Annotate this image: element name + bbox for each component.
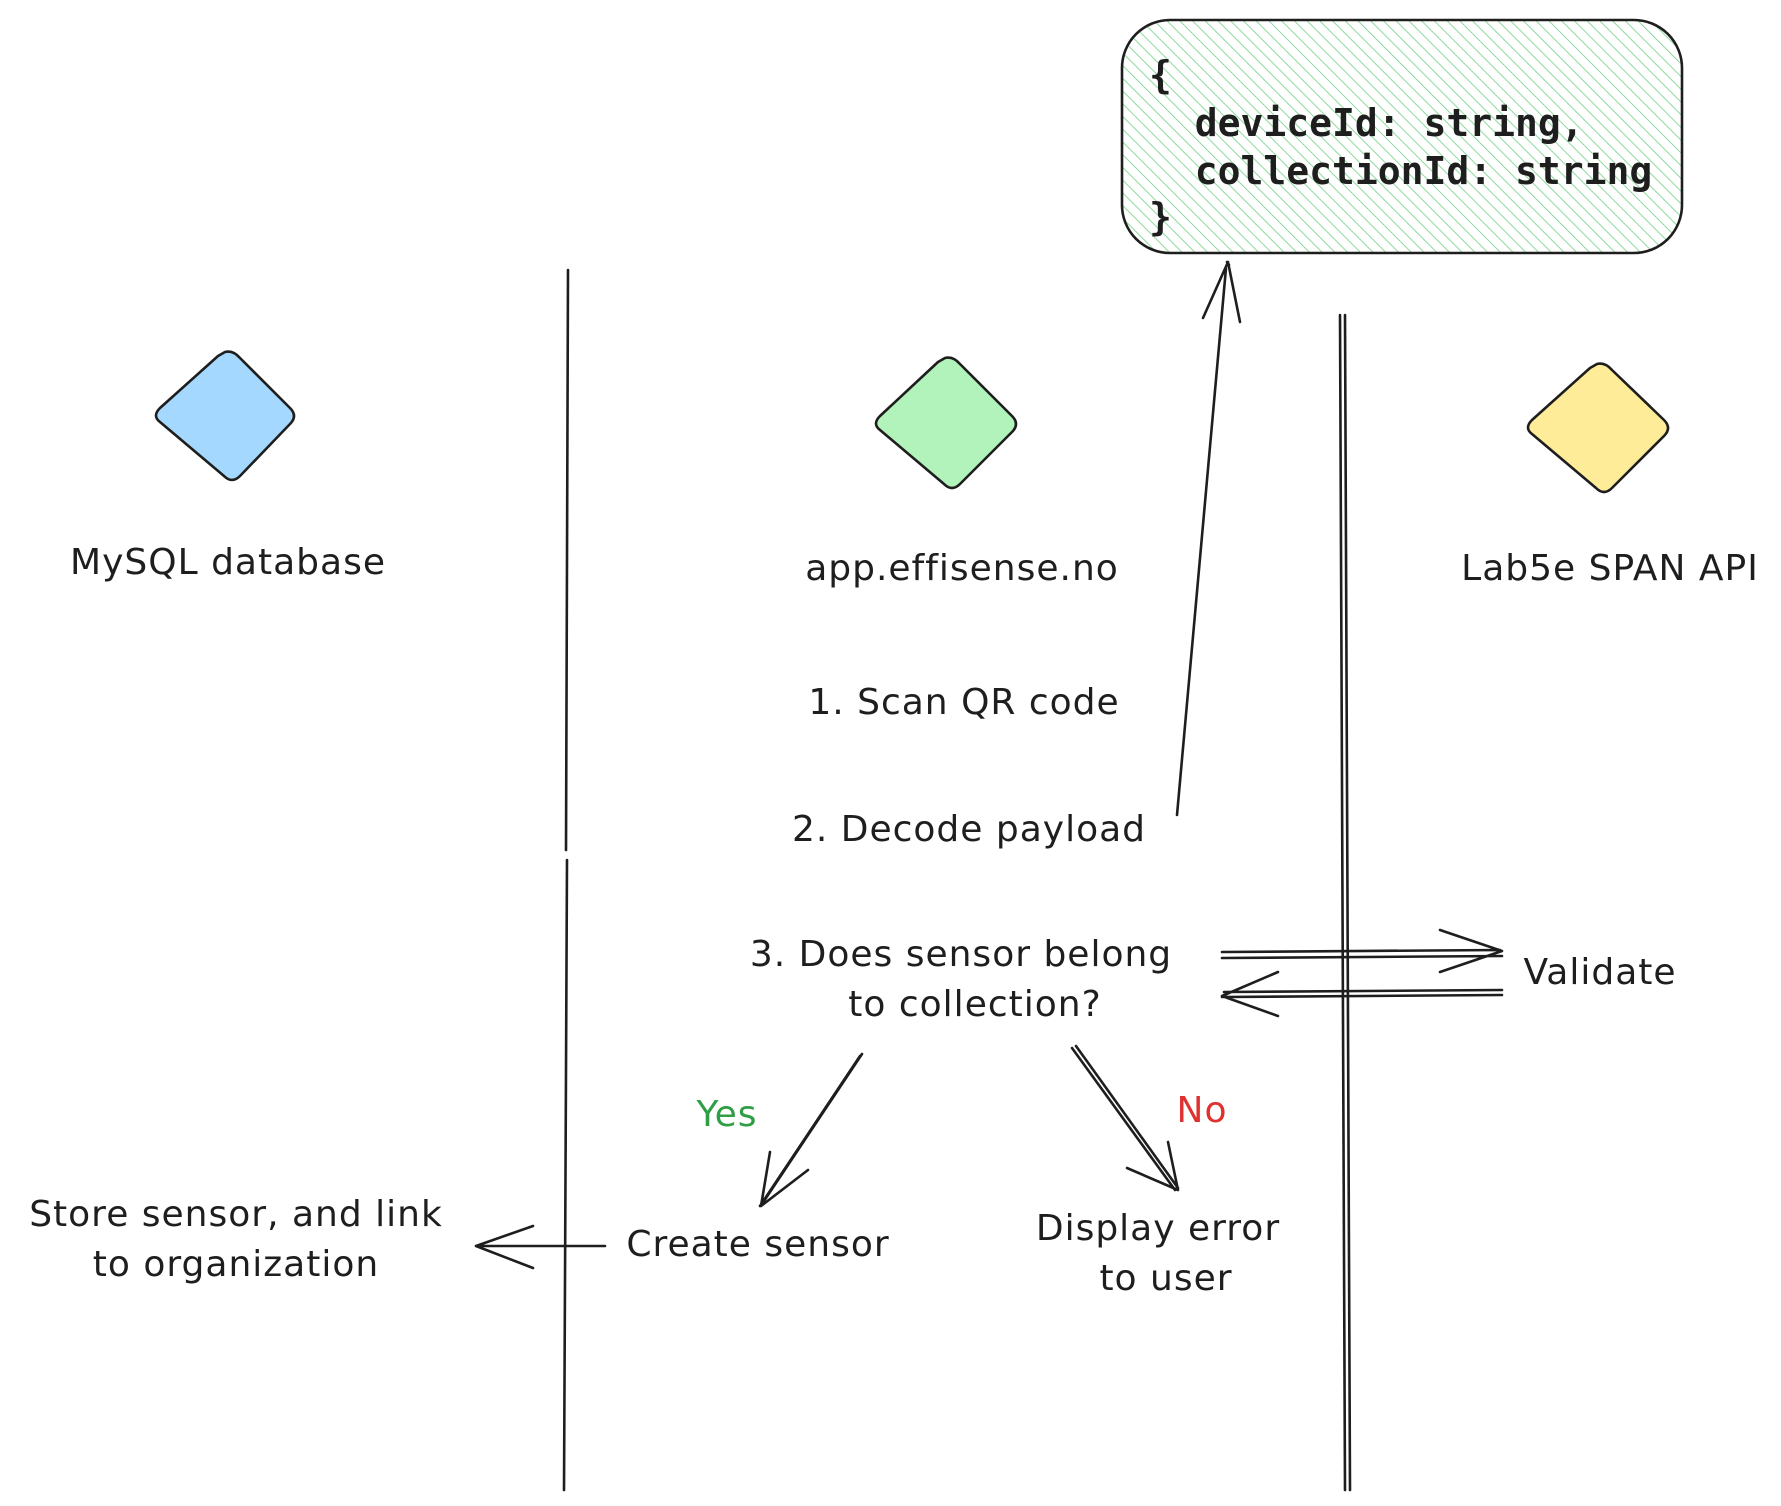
arrow-yes-branch [758, 1052, 864, 1208]
payload-line-open: { [1149, 53, 1172, 97]
arrow-create-to-store [474, 1224, 607, 1270]
app-node-label: app.effisense.no [805, 548, 1119, 589]
step-check-line2: to collection? [848, 984, 1101, 1025]
arrow-validate-to-check [1220, 970, 1504, 1018]
arrow-check-to-validate [1220, 928, 1504, 974]
step-check-line1: 3. Does sensor belong [750, 934, 1172, 975]
payload-line-close: } [1149, 195, 1172, 239]
lane-divider-left [562, 268, 570, 1492]
payload-box-frame [1120, 18, 1684, 255]
outcome-store-line1: Store sensor, and link [29, 1194, 443, 1235]
outcome-store-line2: to organization [93, 1244, 379, 1285]
validate-label: Validate [1523, 952, 1676, 993]
payload-box: { deviceId: string, collectionId: string… [1120, 18, 1684, 255]
step-scan-qr: 1. Scan QR code [808, 682, 1119, 723]
yes-label: Yes [695, 1094, 757, 1135]
step-decode-payload: 2. Decode payload [792, 809, 1146, 850]
lane-dividers [562, 268, 1352, 1492]
database-node-label: MySQL database [70, 542, 386, 583]
api-node-label: Lab5e SPAN API [1461, 548, 1759, 589]
database-node-diamond [154, 350, 296, 482]
lane-divider-right [1338, 313, 1352, 1492]
no-label: No [1177, 1090, 1228, 1131]
payload-line-collection: collectionId: string [1149, 149, 1652, 193]
app-node-diamond [874, 356, 1018, 490]
arrow-no-branch [1070, 1044, 1180, 1192]
outcome-create-sensor: Create sensor [626, 1224, 889, 1265]
outcome-error-line1: Display error [1036, 1208, 1280, 1249]
outcome-error-line2: to user [1099, 1258, 1232, 1299]
arrow-decode-to-payload [1175, 260, 1242, 817]
api-node-diamond [1526, 362, 1670, 494]
payload-line-device: deviceId: string, [1149, 101, 1584, 145]
